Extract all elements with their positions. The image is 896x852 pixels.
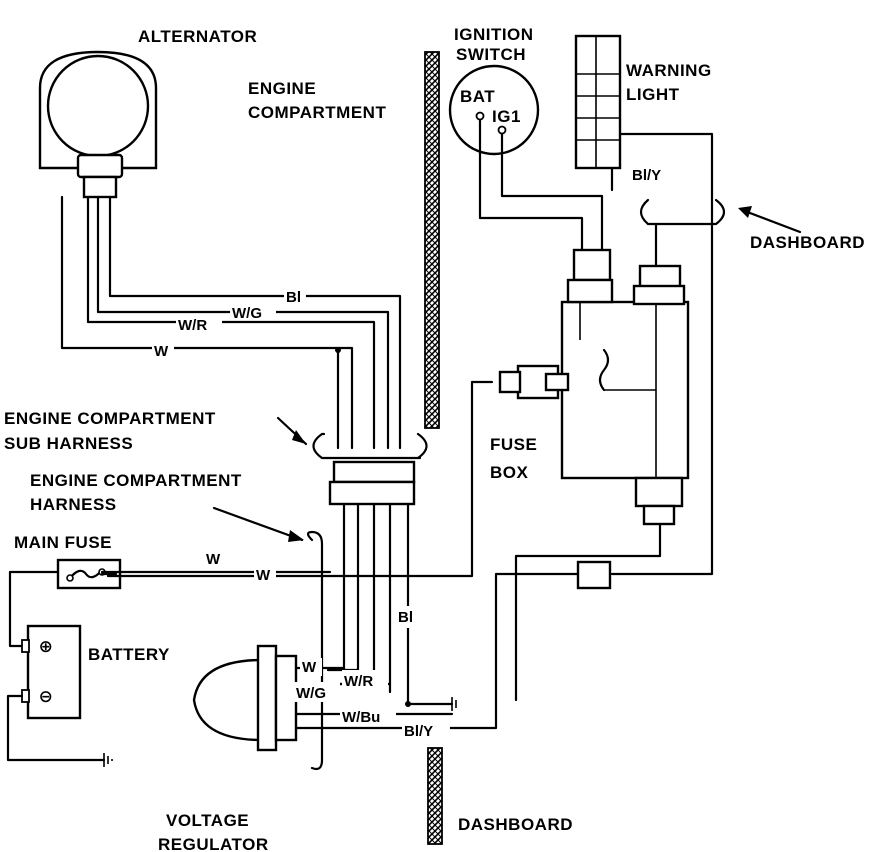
engine-compartment-label-1: ENGINE	[248, 79, 316, 98]
wire-label-w-fuse-2: W	[256, 567, 271, 584]
dashboard-partition	[427, 747, 443, 845]
arrow-dashboard-right	[740, 208, 802, 234]
dashboard-bottom-label: DASHBOARD	[458, 815, 573, 834]
battery-positive-terminal: ⊕	[39, 637, 54, 656]
wire-label-w-fuse-1: W	[206, 551, 221, 568]
engine-compartment-label-2: COMPARTMENT	[248, 103, 386, 122]
wire-wr-alternator	[86, 195, 376, 450]
wire-label-w-reg: W	[302, 659, 317, 676]
sub-harness-label-2: SUB HARNESS	[4, 434, 133, 453]
wire-label-bly-reg: Bl/Y	[404, 723, 433, 740]
ignition-switch	[448, 64, 540, 156]
battery: ⊕ ⊖	[21, 624, 82, 720]
wire-label-wbu-reg: W/Bu	[342, 709, 380, 726]
wire-label-wr: W/R	[178, 317, 207, 334]
wire-w-alternator	[60, 195, 354, 450]
ignition-switch-label-1: IGNITION	[454, 25, 534, 44]
wire-bl-alternator	[108, 195, 402, 450]
wire-label-wg: W/G	[232, 305, 262, 322]
wire-label-bl: Bl	[286, 289, 301, 306]
wire-bly-regulator	[294, 572, 580, 730]
voltage-regulator	[192, 644, 298, 752]
wire-label-w: W	[154, 343, 169, 360]
fuse-box	[498, 248, 690, 526]
sub-harness-clip	[312, 432, 428, 460]
ignition-bat-label: BAT	[460, 87, 495, 106]
engine-harness-clip	[306, 530, 324, 771]
wire-label-wr-reg: W/R	[344, 673, 373, 690]
dashboard-right-label: DASHBOARD	[750, 233, 865, 252]
battery-label: BATTERY	[88, 645, 170, 664]
wire-bl-vertical	[406, 502, 454, 706]
alternator	[38, 50, 158, 199]
main-fuse-label: MAIN FUSE	[14, 533, 112, 552]
wire-label-wg-reg: W/G	[296, 685, 326, 702]
ignition-ig1-label: IG1	[492, 107, 521, 126]
sub-harness-label-1: ENGINE COMPARTMENT	[4, 409, 216, 428]
warning-light	[574, 34, 622, 170]
bly-connector	[576, 560, 612, 590]
ignition-switch-label-2: SWITCH	[456, 45, 526, 64]
warning-light-label-2: LIGHT	[626, 85, 680, 104]
harness-connector	[328, 460, 416, 506]
wire-label-bly-top: Bl/Y	[632, 167, 661, 184]
alternator-label: ALTERNATOR	[138, 27, 257, 46]
voltage-regulator-label-2: REGULATOR	[158, 835, 269, 852]
engine-harness-label-2: HARNESS	[30, 495, 117, 514]
voltage-regulator-label-1: VOLTAGE	[166, 811, 249, 830]
arrow-engine-harness	[212, 506, 304, 542]
fuse-box-label-1: FUSE	[490, 435, 537, 454]
fuse-box-label-2: BOX	[490, 463, 529, 482]
wire-label-bl-vertical: Bl	[398, 609, 413, 626]
ground-symbol	[103, 753, 113, 767]
engine-harness-label-1: ENGINE COMPARTMENT	[30, 471, 242, 490]
battery-negative-terminal: ⊖	[39, 687, 54, 706]
dashboard-clip-right	[639, 198, 726, 226]
main-fuse	[56, 558, 122, 590]
wire-w-to-fusebox	[106, 380, 494, 578]
engine-compartment-partition	[424, 51, 440, 429]
warning-light-label-1: WARNING	[626, 61, 712, 80]
